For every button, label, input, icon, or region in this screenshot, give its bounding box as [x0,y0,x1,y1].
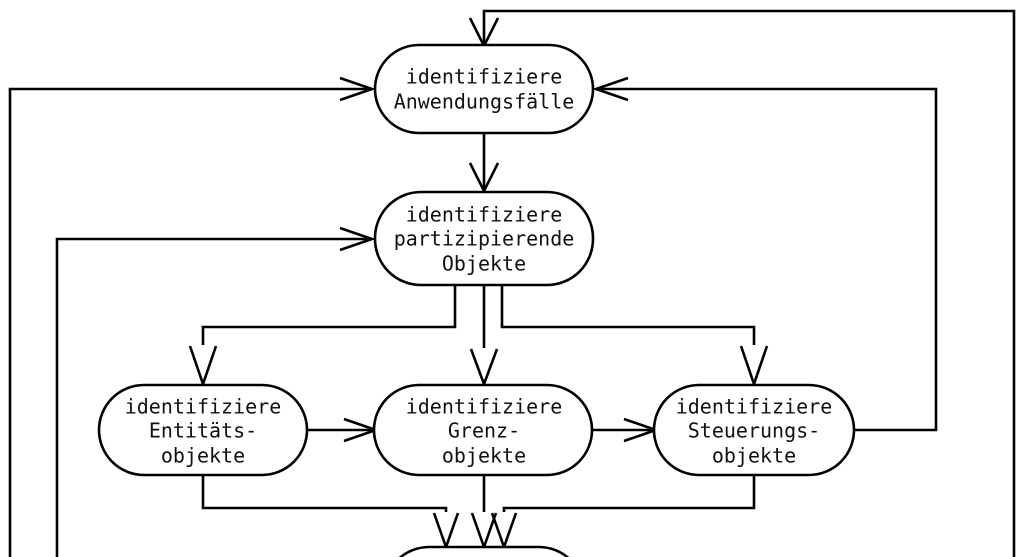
node-grenzobjekte-line1: identifiziere [406,395,563,419]
edge-steuerungs-to-bottom [490,476,756,551]
node-partizipierende-objekte-line2: partizipierende [394,227,575,251]
node-steuerungsobjekte-line1: identifiziere [676,395,833,419]
node-partizipierende-objekte[interactable]: identifiziere partizipierende Objekte [373,190,595,287]
node-layer: identifiziere Anwendungsfälle identifizi… [97,43,856,557]
edge-entitaets-to-grenz [307,417,380,443]
edge-partizipierende-to-steuerungs [500,285,769,389]
edge-layer [8,9,1016,557]
edge-grenz-to-steuerungs [591,417,660,443]
node-grenzobjekte-shape[interactable] [372,383,594,477]
node-anwendungsfaelle-line1: identifiziere [406,65,563,89]
node-steuerungsobjekte[interactable]: identifiziere Steuerungs- objekte [652,383,856,477]
node-anwendungsfaelle-shape[interactable] [373,43,595,135]
node-steuerungsobjekte-shape[interactable] [652,383,856,477]
node-entitaetsobjekte-shape[interactable] [97,383,309,477]
edge-partizipierende-to-grenz [469,285,499,388]
edge-anwendungsfaelle-to-partizipierende [468,133,500,194]
edge-left-loop-into-partizipierende [55,226,376,557]
node-grenzobjekte[interactable]: identifiziere Grenz- objekte [372,383,594,477]
node-anwendungsfaelle-line2: Anwendungsfälle [394,90,575,114]
edge-steuerungs-to-anwendungsfaelle [592,76,938,432]
edge-entitaets-to-bottom [201,476,460,551]
edge-grenz-to-bottom [470,476,498,551]
node-entitaetsobjekte-line1: identifiziere [125,395,282,419]
node-entitaetsobjekte-line2: Entitäts- [149,419,257,443]
edge-left-loop-into-anwendungsfaelle [8,76,376,557]
node-steuerungsobjekte-line3: objekte [712,444,796,468]
node-steuerungsobjekte-line2: Steuerungs- [688,419,820,443]
node-partizipierende-objekte-shape[interactable] [373,190,595,287]
node-entitaetsobjekte-line3: objekte [161,444,245,468]
node-anwendungsfaelle[interactable]: identifiziere Anwendungsfälle [373,43,595,135]
node-grenzobjekte-line3: objekte [442,444,526,468]
node-bottom-partial[interactable] [384,545,584,557]
node-grenzobjekte-line2: Grenz- [448,419,520,443]
node-partizipierende-objekte-line1: identifiziere [406,203,563,227]
node-partizipierende-objekte-line3: Objekte [442,252,526,276]
node-bottom-partial-shape[interactable] [384,545,584,557]
edge-partizipierende-to-entitaets [188,285,457,389]
node-entitaetsobjekte[interactable]: identifiziere Entitäts- objekte [97,383,309,477]
